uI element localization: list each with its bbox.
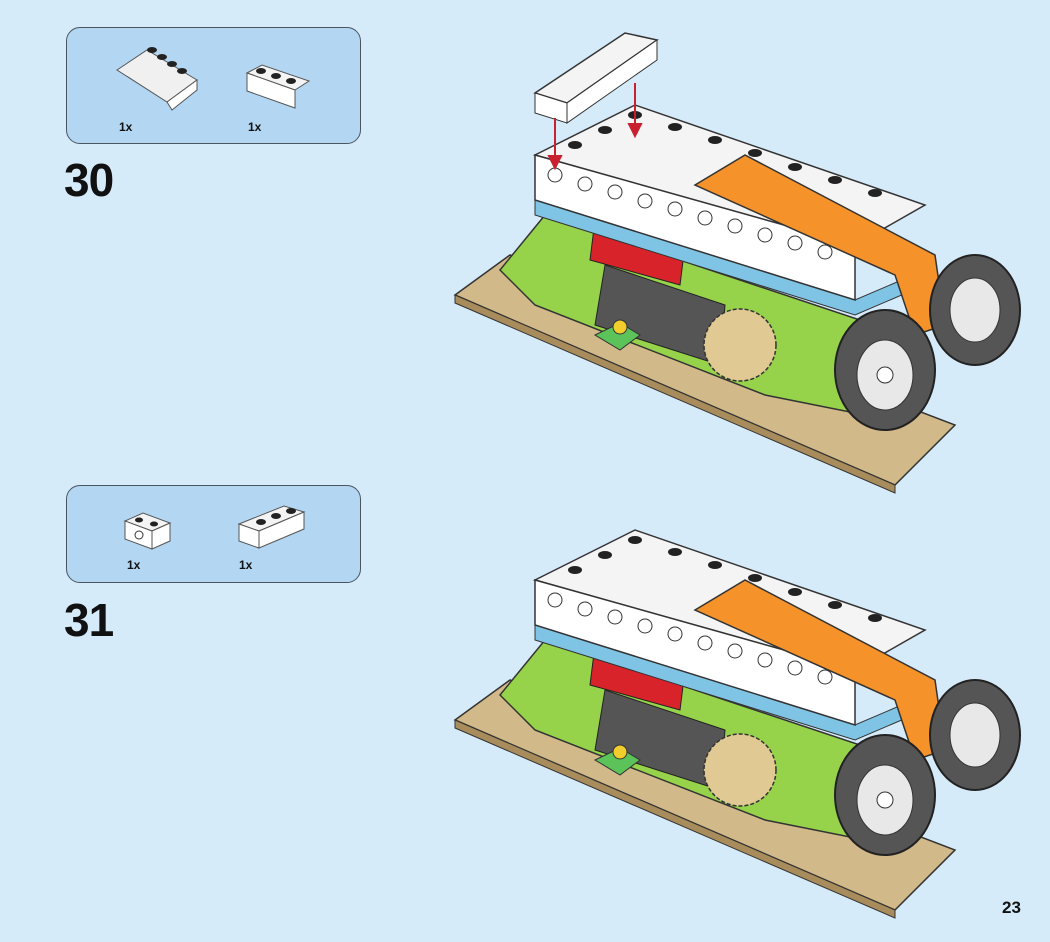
part-qty: 1x [119, 120, 133, 134]
part-qty: 1x [248, 120, 262, 134]
part-white-brick-1x3 [245, 64, 311, 109]
page-number: 23 [1002, 898, 1021, 917]
part-white-brick-1x3 [237, 505, 306, 549]
step-30-new-brick [533, 32, 659, 171]
part-white-technic-brick-1x2 [123, 512, 172, 550]
parts-callout-step-30: 1x 1x [66, 27, 361, 144]
parts-callout-step-31: 1x 1x [66, 485, 361, 583]
part-white-slope-2x4 [116, 47, 198, 111]
step-number: 30 [64, 154, 114, 206]
insertion-arrows [547, 83, 643, 171]
part-qty: 1x [127, 558, 141, 572]
part-qty: 1x [239, 558, 253, 572]
step-31-model-illustration [454, 529, 1021, 919]
step-number: 31 [64, 594, 114, 646]
